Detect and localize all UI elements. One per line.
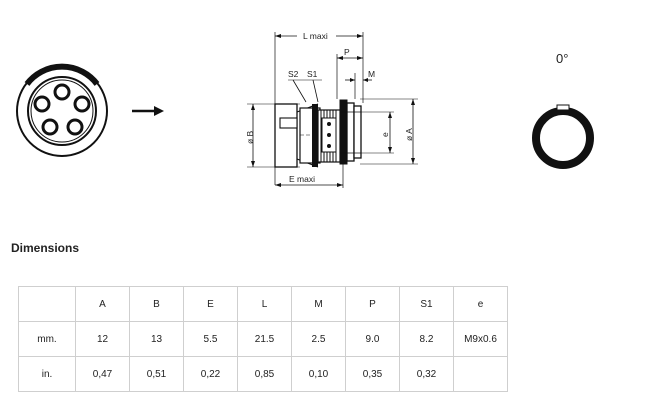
label-dia-a: ø A [404,128,414,141]
label-l-maxi: L maxi [303,31,328,41]
contact-1 [53,83,71,101]
table-cell [453,356,508,392]
table-header-cell: L [237,286,292,322]
connector-drawing: L maxi P S2 S1 M ø B e ø A E maxi 0° [16,31,594,188]
contact-3 [66,118,84,136]
table-cell: 12 [75,321,130,357]
table-header-cell: e [453,286,508,322]
table-cell: mm. [18,321,76,357]
table-cell: 5.5 [183,321,238,357]
table-header-cell [18,286,76,322]
label-m: M [368,69,375,79]
table-cell: 8.2 [399,321,454,357]
table-header-cell: M [291,286,346,322]
table-cell: 0,51 [129,356,184,392]
table-cell: 9.0 [345,321,400,357]
table-header-cell: E [183,286,238,322]
label-e-maxi: E maxi [289,174,315,184]
table-cell: 0,47 [75,356,130,392]
table-header-cell: A [75,286,130,322]
table-header-cell: S1 [399,286,454,322]
table-cell: 0,10 [291,356,346,392]
table-cell: 21.5 [237,321,292,357]
table-header-cell: P [345,286,400,322]
table-header-cell: B [129,286,184,322]
contact-4 [41,118,59,136]
table-cell: 2.5 [291,321,346,357]
label-s1: S1 [307,69,318,79]
label-dia-b: ø B [245,130,255,144]
label-s2: S2 [288,69,299,79]
table-cell: 0,85 [237,356,292,392]
table-cell: 0,22 [183,356,238,392]
contact-5 [33,95,51,113]
table-cell: in. [18,356,76,392]
section-title: Dimensions [11,241,80,255]
table-cell: 13 [129,321,184,357]
table-cell: 0,32 [399,356,454,392]
arrow-right-icon [132,106,164,116]
table-cell: 0,35 [345,356,400,392]
label-p: P [344,47,350,57]
socket-front-view [16,63,108,157]
orientation-angle-label: 0° [556,51,568,66]
table-cell: M9x0.6 [453,321,508,357]
label-e: e [380,132,390,137]
orientation-key-view [532,104,594,169]
contact-2 [73,95,91,113]
connector-side-view [247,32,418,188]
